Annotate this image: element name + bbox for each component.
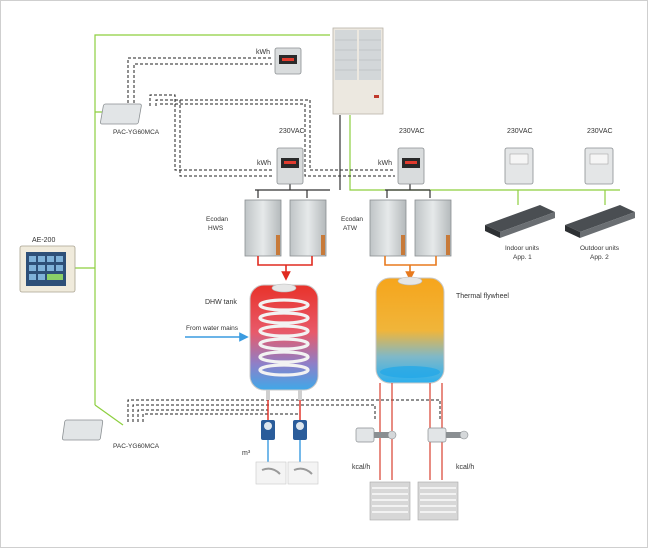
label-pac-bottom: PAC-YG60MCA [113, 443, 160, 450]
kwh-meter-top [274, 47, 302, 75]
signal-wire-kwh-top-a [127, 57, 272, 108]
label-kwh-right: kWh [378, 160, 392, 167]
indoor-ducted-unit [485, 205, 555, 238]
signal-wire-kwh-top-b [133, 63, 272, 108]
label-outdoor-app: App. 2 [590, 254, 609, 261]
label-thermal-flywheel: Thermal flywheel [456, 293, 509, 300]
label-kwh-left: kWh [257, 160, 271, 167]
signal-wire-kwh-left-b [155, 99, 272, 177]
energy-meter-outdoor [584, 147, 614, 185]
kwh-meter-right [397, 147, 425, 185]
signal-wire-bottom-b [132, 404, 376, 422]
water-meter-2 [293, 420, 307, 440]
ecodan-atw-units [369, 199, 452, 257]
label-ecodan-hws-2: HWS [208, 225, 224, 232]
ae200-controller [19, 245, 76, 293]
control-wire-pac-bottom [94, 404, 124, 426]
dhw-coil [258, 298, 310, 377]
control-wire-bus [349, 115, 620, 191]
signal-wire-bottom-d [142, 413, 301, 422]
label-water-mains: From water mains [186, 325, 239, 332]
label-230vac-left: 230VAC [279, 128, 305, 135]
signal-wire-kwh-right-b [160, 103, 395, 177]
label-ae200: AE-200 [32, 237, 55, 244]
dhw-outlet-pipes [267, 400, 301, 462]
power-wiring [255, 115, 431, 198]
ecodan-hws-units [244, 199, 327, 257]
label-kwh-top: kWh [256, 49, 270, 56]
energy-meter-indoor [504, 147, 534, 185]
thermal-flywheel-tank [375, 276, 445, 384]
label-ecodan-hws-1: Ecodan [206, 216, 228, 223]
label-kcal-right: kcal/h [456, 464, 474, 471]
signal-wire-bottom-a [127, 399, 441, 422]
atw-flow-pipe [384, 256, 437, 266]
label-ecodan-atw-2: ATW [343, 225, 358, 232]
label-outdoor-units: Outdoor units [580, 245, 620, 252]
dhw-tank [249, 283, 319, 400]
signal-wire-kwh-right-a [160, 99, 395, 171]
label-dhw-tank: DHW tank [205, 299, 237, 306]
signal-wire-bottom-c [137, 409, 269, 422]
floor-heating-2 [417, 481, 459, 521]
signal-wire-kwh-left-a [149, 94, 272, 171]
control-wire-main [94, 34, 330, 405]
signal-wiring [127, 57, 441, 422]
label-pac-top: PAC-YG60MCA [113, 129, 160, 136]
tap-2 [287, 461, 319, 485]
pac-adapter-bottom [62, 419, 104, 441]
water-meter-1 [261, 420, 275, 440]
outdoor-unit [332, 27, 384, 115]
label-m3: m³ [242, 450, 251, 457]
label-indoor-units: Indoor units [505, 245, 540, 252]
tap-1 [255, 461, 287, 485]
label-kcal-left: kcal/h [352, 464, 370, 471]
outdoor-ducted-unit [565, 205, 635, 238]
label-230vac-outdoor: 230VAC [587, 128, 613, 135]
label-ecodan-atw-1: Ecodan [341, 216, 363, 223]
label-230vac-indoor: 230VAC [507, 128, 533, 135]
hws-flow-pipe [257, 256, 313, 266]
label-230vac-right: 230VAC [399, 128, 425, 135]
kwh-meter-left [276, 147, 304, 185]
floor-heating-1 [369, 481, 411, 521]
hot-water-pipes [185, 256, 437, 342]
label-indoor-app: App. 1 [513, 254, 532, 261]
pac-adapter-top [100, 103, 142, 125]
heat-meter-1 [355, 427, 397, 443]
heat-meter-2 [427, 427, 469, 443]
